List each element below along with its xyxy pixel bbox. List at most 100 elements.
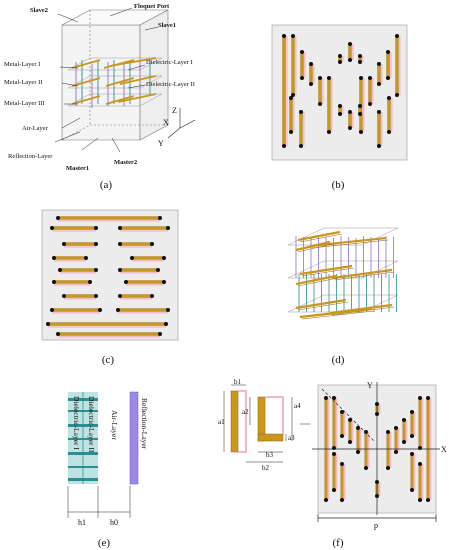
via-dot	[124, 280, 128, 284]
leader-lines	[54, 7, 159, 153]
layer-planes	[67, 57, 163, 107]
metal-strip	[119, 294, 153, 298]
via-dot	[130, 256, 134, 260]
via-dot	[386, 76, 390, 80]
via-dot	[118, 294, 122, 298]
via-dot	[338, 54, 342, 58]
via-dot	[394, 450, 398, 454]
strip-highlight	[52, 312, 100, 314]
metal-strip	[299, 307, 373, 319]
strip-highlight	[120, 272, 158, 274]
metal-strip	[131, 256, 165, 260]
via-dot	[418, 446, 422, 450]
strip-edge	[333, 271, 395, 281]
via-dot	[300, 50, 304, 54]
strip-edge	[301, 267, 355, 277]
metal-strip	[356, 427, 360, 453]
strip-highlight	[48, 326, 166, 328]
via-dot	[162, 280, 166, 284]
strip-highlight	[391, 98, 393, 132]
via-dot	[418, 396, 422, 400]
label-h1: h1	[78, 518, 86, 527]
label-a1: a1	[218, 418, 225, 426]
strip-highlight	[331, 78, 333, 132]
metal-strip	[332, 397, 336, 449]
strip-highlight	[362, 56, 364, 62]
dimension-lines-e	[67, 486, 131, 518]
l-shape-element	[230, 390, 284, 453]
strip-highlight	[421, 398, 424, 448]
via-dot	[94, 294, 98, 298]
caption-d: (d)	[332, 354, 345, 366]
via-dot	[88, 280, 92, 284]
via-dot	[158, 332, 162, 336]
strip-highlight	[381, 112, 383, 146]
via-dot	[338, 60, 342, 64]
metal-strip	[47, 322, 167, 326]
strip-highlight	[286, 36, 288, 146]
unit-cell-box	[61, 9, 169, 141]
via-dot	[402, 418, 406, 422]
via-dot	[332, 446, 336, 450]
via-dot	[426, 396, 430, 400]
metal-strip	[340, 463, 344, 501]
metal-strip	[63, 294, 97, 298]
label-master2: Master2	[114, 159, 137, 166]
via-dot	[299, 110, 303, 114]
via-dot	[309, 62, 313, 66]
strip-edge	[297, 301, 349, 311]
via-dot	[156, 268, 160, 272]
metal-strip	[377, 111, 381, 147]
metal-strip	[386, 431, 390, 469]
via-dot	[327, 130, 331, 134]
via-dot	[394, 426, 398, 430]
via-dot	[418, 462, 422, 466]
via-dot	[395, 34, 399, 38]
metal-strip	[368, 77, 372, 105]
axis-f-x-label: X	[441, 445, 447, 454]
via-dot	[377, 82, 381, 86]
strip-highlight	[378, 404, 381, 414]
via-dot	[282, 144, 286, 148]
via-dot	[118, 226, 122, 230]
strip-highlight	[120, 230, 168, 232]
via-dot	[368, 102, 372, 106]
via-dot	[282, 34, 286, 38]
strip-highlight	[367, 432, 370, 468]
via-dot	[359, 130, 363, 134]
strip-highlight	[362, 106, 364, 114]
via-dot	[94, 226, 98, 230]
via-dot	[309, 82, 313, 86]
metal-strip	[295, 240, 331, 252]
strip-highlight	[397, 428, 400, 452]
panel-d: (d)	[287, 227, 399, 366]
strip-highlight	[52, 230, 96, 232]
reflection-layer-block	[129, 391, 139, 485]
strip-highlight	[343, 412, 346, 436]
via-dot	[94, 242, 98, 246]
metal-strip	[57, 216, 161, 220]
strip-highlight	[335, 398, 338, 448]
axis-z-label: Z	[172, 106, 177, 115]
metal-strip	[117, 308, 169, 312]
via-dot	[158, 216, 162, 220]
via-dot	[52, 280, 56, 284]
via-dot	[340, 462, 344, 466]
metal-strip	[299, 111, 303, 147]
via-dot	[332, 452, 336, 456]
label-reflection-layer: Reflection-Layer	[8, 153, 53, 160]
via-dot	[118, 268, 122, 272]
strip-highlight	[405, 420, 408, 442]
via-dot	[356, 426, 360, 430]
caption-c: (c)	[102, 354, 115, 366]
via-dot	[387, 96, 391, 100]
metal-strip	[291, 35, 295, 96]
label-e-reflection-layer: Reflection-Layer	[140, 398, 149, 450]
strip-highlight	[120, 298, 152, 300]
strip-highlight	[421, 464, 424, 500]
strip-highlight	[54, 260, 86, 262]
via-dot	[377, 110, 381, 114]
via-dot	[150, 242, 154, 246]
axis-f-y-label: Y	[367, 381, 373, 390]
strip-highlight	[293, 98, 295, 132]
